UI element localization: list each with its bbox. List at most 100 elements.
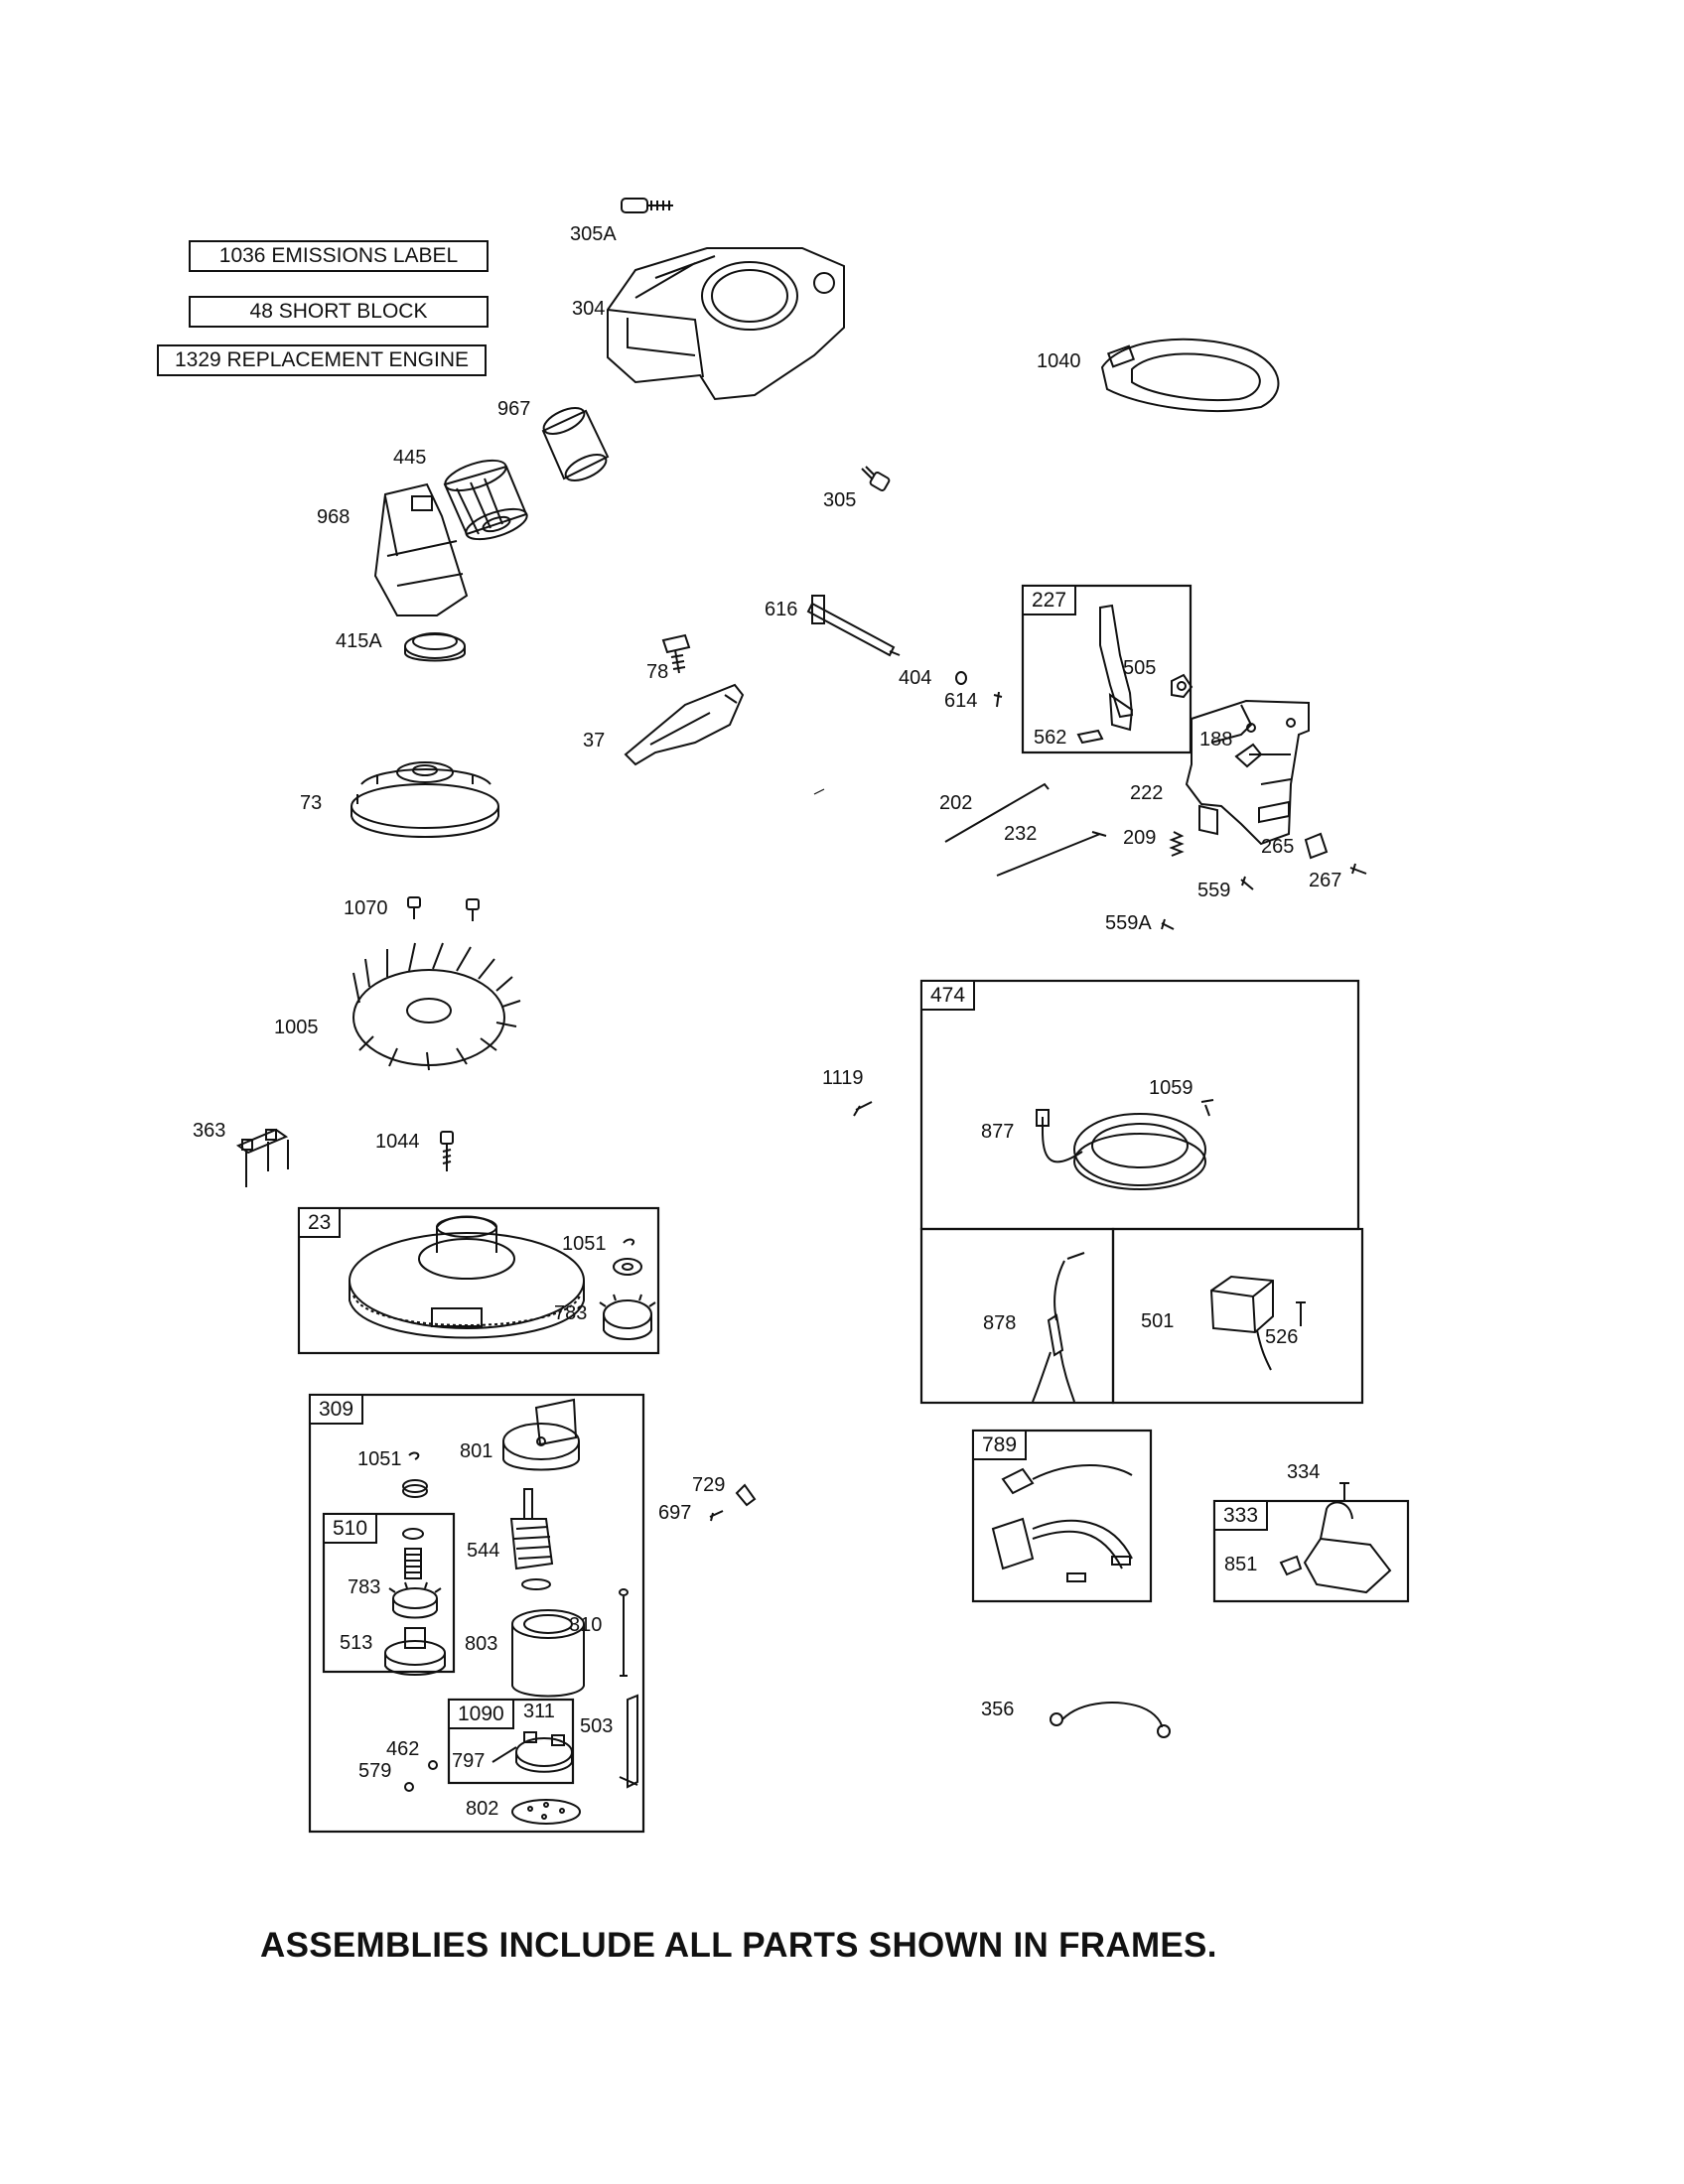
part-label: 1119 — [822, 1067, 864, 1089]
parts-1051-783-drawing — [599, 1238, 656, 1340]
part-label: 363 — [193, 1120, 226, 1142]
drive-510-drawing — [384, 1528, 446, 1676]
frame-789 — [971, 1429, 1153, 1603]
end-cap-801-drawing — [502, 1398, 580, 1471]
frame-510 — [322, 1512, 456, 1674]
part-label: 404 — [899, 667, 932, 689]
part-label: 803 — [465, 1633, 498, 1655]
bracket-363-drawing — [235, 1128, 289, 1187]
part-label: 1051 — [562, 1233, 607, 1255]
frame-1090 — [447, 1698, 575, 1785]
frame-309 — [308, 1393, 645, 1834]
brush-assembly-1090-drawing — [491, 1731, 573, 1773]
filter-bag-968-drawing — [373, 482, 469, 616]
part-label: 559 — [1197, 880, 1231, 901]
part-label: 356 — [981, 1699, 1015, 1720]
part-label: 305A — [570, 223, 617, 245]
part-label: 78 — [646, 661, 669, 683]
regulator-501-drawing — [1209, 1275, 1306, 1371]
info-replacement-engine: 1329 REPLACEMENT ENGINE — [157, 344, 487, 376]
control-lever-227-drawing — [1076, 604, 1193, 745]
part-label: 310 — [569, 1614, 603, 1636]
part-label: 265 — [1261, 836, 1295, 858]
part-label: 968 — [317, 506, 351, 528]
part-label: 783 — [554, 1302, 588, 1324]
frame-label-510: 510 — [325, 1515, 378, 1544]
part-label: 267 — [1309, 870, 1342, 891]
links-202-232-drawing — [944, 782, 1107, 877]
part-label: 697 — [658, 1502, 692, 1524]
part-label: 311 — [523, 1701, 555, 1722]
ground-wire-356-drawing — [1050, 1702, 1171, 1738]
part-label: 503 — [580, 1715, 614, 1737]
part-label: 334 — [1287, 1461, 1321, 1483]
part-label: 616 — [765, 599, 798, 620]
part-label: 37 — [583, 730, 606, 751]
frame-label-1090: 1090 — [450, 1701, 514, 1729]
part-label: 222 — [1130, 782, 1164, 804]
precleaner-967-drawing — [541, 407, 610, 481]
part-label: 614 — [944, 690, 978, 712]
spring-209-drawing — [1169, 831, 1185, 857]
part-label: 1051 — [357, 1448, 402, 1470]
seal-415a-drawing — [404, 632, 466, 662]
screw-305a-drawing — [621, 198, 673, 213]
fan-1005-drawing — [352, 942, 521, 1071]
part-label: 1040 — [1037, 350, 1081, 372]
frame-label-309: 309 — [311, 1396, 364, 1425]
part-label: 878 — [983, 1312, 1017, 1334]
part-label: 188 — [1199, 729, 1233, 751]
frame-474-right — [1111, 1227, 1364, 1405]
ignition-333-drawing — [1279, 1482, 1392, 1594]
screws-1070-drawing — [407, 896, 480, 921]
part-label: 526 — [1265, 1326, 1299, 1348]
assembly-frames — [297, 584, 1410, 1834]
part-label: 513 — [340, 1632, 373, 1654]
part-label: 305 — [823, 489, 857, 511]
info-emissions-label: 1036 EMISSIONS LABEL — [189, 240, 489, 272]
bolt-78-drawing — [661, 633, 691, 674]
wire-harness-878-drawing — [1032, 1252, 1085, 1403]
part-label: 1070 — [344, 897, 388, 919]
part-label: 232 — [1004, 823, 1038, 845]
harness-789-drawing — [991, 1464, 1133, 1582]
part-label: 801 — [460, 1440, 493, 1462]
guard-37-drawing — [624, 683, 745, 766]
frame-474-top — [919, 979, 1360, 1231]
disc-73-drawing — [351, 761, 499, 838]
frame-227 — [1021, 584, 1193, 754]
part-label: 729 — [692, 1474, 726, 1496]
part-label: 802 — [466, 1798, 499, 1820]
part-label: 579 — [358, 1760, 392, 1782]
part-label: 462 — [386, 1738, 420, 1760]
frame-label-227: 227 — [1024, 587, 1077, 615]
starter-small-parts-drawing — [404, 1694, 638, 1825]
bolt-1044-drawing — [440, 1131, 454, 1171]
part-label: 209 — [1123, 827, 1157, 849]
part-label: 505 — [1123, 657, 1157, 679]
parts-729-697-drawing — [709, 1483, 757, 1522]
frame-label-474: 474 — [922, 982, 976, 1011]
small-parts-404-614-drawing — [955, 671, 1003, 708]
frame-label-333: 333 — [1215, 1502, 1269, 1531]
stator-877-drawing — [1036, 1099, 1214, 1190]
leader-lines — [813, 788, 825, 795]
frame-333 — [1212, 1499, 1410, 1603]
bolt-1119-drawing — [853, 1101, 873, 1117]
part-label: 73 — [300, 792, 323, 814]
frame-label-23: 23 — [300, 1209, 342, 1238]
part-label: 202 — [939, 792, 973, 814]
part-label: 783 — [348, 1576, 381, 1598]
small-parts-265-267-559-drawing — [1161, 832, 1367, 930]
part-label: 877 — [981, 1121, 1015, 1143]
part-label: 967 — [497, 398, 531, 420]
flywheel-23-drawing — [349, 1215, 585, 1339]
frame-474-left — [919, 1227, 1115, 1405]
screw-305-drawing — [861, 466, 891, 491]
part-label: 1044 — [375, 1131, 420, 1153]
part-label: 304 — [572, 298, 606, 320]
part-label: 445 — [393, 447, 427, 469]
frame-23 — [297, 1206, 660, 1355]
info-short-block: 48 SHORT BLOCK — [189, 296, 489, 328]
